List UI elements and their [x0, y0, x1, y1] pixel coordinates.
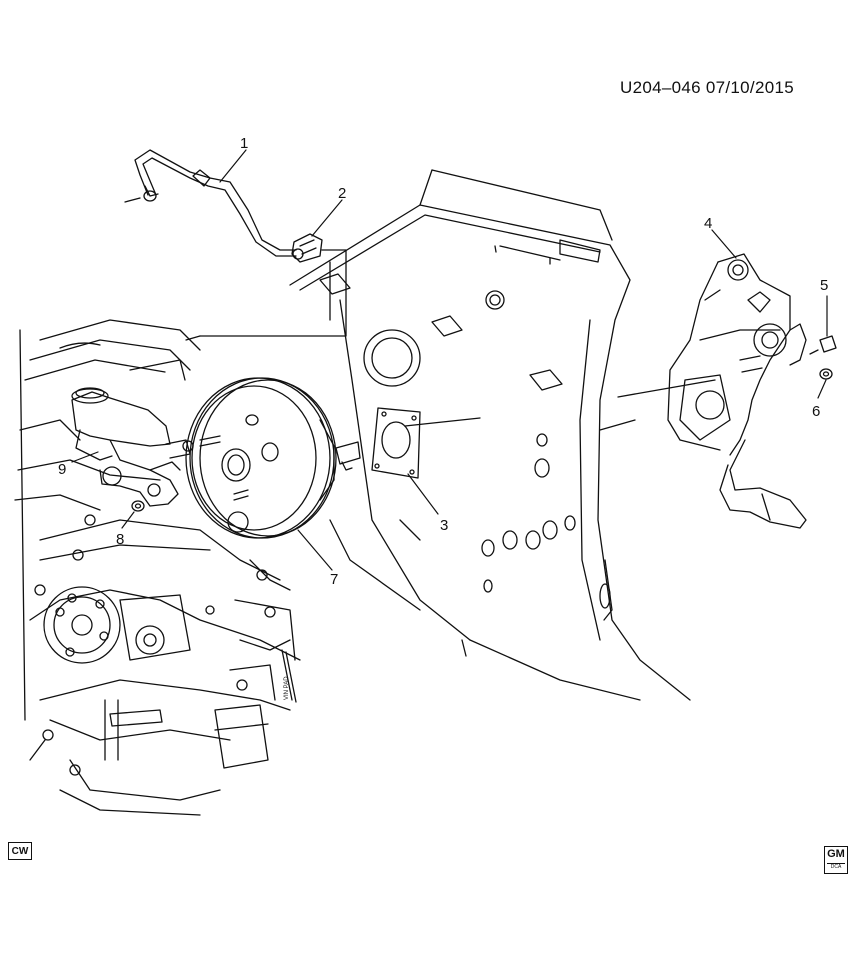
bolt-5 [809, 335, 837, 355]
stud-leader [617, 379, 716, 398]
booster-pushrod [335, 441, 361, 471]
callout-3: 3 [440, 517, 448, 534]
callout-8: 8 [116, 531, 124, 548]
master-cylinder [71, 387, 194, 507]
callout-9: 9 [58, 461, 66, 478]
callout-1: 1 [240, 135, 248, 152]
nut-8 [131, 500, 145, 512]
diagram-code: U204–046 07/10/2015 [620, 78, 794, 97]
gm-logo-icon: GM DCA [824, 846, 848, 874]
engine-block [14, 319, 301, 816]
firewall-panel [289, 169, 691, 701]
vin-pad-label: VIN PAD [284, 676, 290, 700]
callout-2: 2 [338, 185, 346, 202]
cw-badge: CW [8, 842, 32, 860]
nut-6 [819, 368, 833, 380]
callout-6: 6 [812, 403, 820, 420]
callout-7: 7 [330, 571, 338, 588]
callout-labels: 1 2 3 4 5 6 7 8 9 VIN PAD [58, 135, 828, 700]
gm-logo-text: GM [827, 848, 845, 860]
vacuum-hose [124, 149, 297, 257]
gm-logo-sub: DCA [827, 863, 845, 871]
callout-5: 5 [820, 277, 828, 294]
callout-4: 4 [704, 215, 712, 232]
brake-booster [185, 377, 337, 539]
leader-box [185, 249, 347, 341]
pedal-bracket [667, 253, 807, 529]
booster-gasket [371, 407, 481, 479]
check-valve [291, 233, 323, 263]
callout-leaders [71, 149, 828, 571]
